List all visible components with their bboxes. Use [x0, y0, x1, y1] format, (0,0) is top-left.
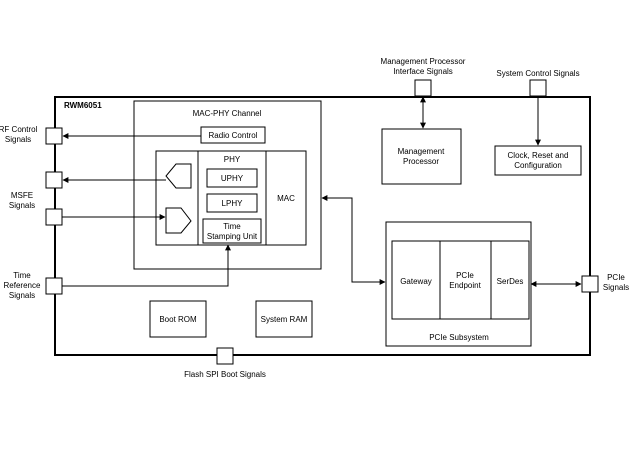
msfe-tx-pin [45, 208, 63, 226]
phy-label: PHY [224, 155, 241, 164]
system-control-pin [529, 79, 547, 97]
mac-phy-channel-label: MAC-PHY Channel [193, 109, 262, 118]
mac-label: MAC [277, 194, 295, 203]
rf-control-pin [45, 127, 63, 145]
boot-rom-label: Boot ROM [159, 315, 197, 324]
serdes-label: SerDes [497, 277, 524, 286]
msfe-rx-pin [45, 171, 63, 189]
flash-spi-signal-label: Flash SPI Boot Signals [184, 370, 266, 379]
pcie-subsystem-label: PCIe Subsystem [429, 333, 489, 342]
radio-control-label: Radio Control [209, 131, 258, 140]
lphy-box [206, 193, 258, 213]
time-reference-signal-label-3: Signals [9, 291, 35, 300]
msfe-signal-label-2: Signals [9, 201, 35, 210]
rf-control-signal-label-1: RF Control [0, 125, 38, 134]
uphy-label: UPHY [221, 174, 244, 183]
boot-rom-box [149, 300, 207, 338]
time-reference-pin [45, 277, 63, 295]
time-reference-signal-label-1: Time [13, 271, 31, 280]
time-reference-signal-label-2: Reference [4, 281, 41, 290]
msfe-signal-label-1: MSFE [11, 191, 33, 200]
lphy-label: LPHY [222, 199, 244, 208]
system-control-signal-label: System Control Signals [496, 69, 579, 78]
time-stamping-label-1: Time [223, 222, 241, 231]
gateway-label: Gateway [400, 277, 432, 286]
management-interface-signal-label-2: Interface Signals [393, 67, 453, 76]
pcie-signal-label-2: Signals [603, 283, 629, 292]
chip-name: RWM6051 [64, 101, 102, 110]
flash-spi-pin [216, 347, 234, 365]
pcie-signal-label-1: PCIe [607, 273, 625, 282]
rx-frontend-shape [165, 163, 192, 189]
uphy-box [206, 168, 258, 188]
radio-control-box [200, 126, 266, 144]
pcie-pin [581, 275, 599, 293]
management-processor-box [381, 128, 462, 185]
pcie-endpoint-label-1: PCIe [456, 271, 474, 280]
management-processor-label-2: Processor [403, 157, 439, 166]
time-stamping-label-2: Stamping Unit [207, 232, 258, 241]
management-interface-signal-label-1: Management Processor [381, 57, 466, 66]
time-stamping-box [202, 218, 262, 244]
system-ram-box [255, 300, 313, 338]
pcie-inner-box [391, 240, 530, 320]
clock-reset-box [494, 145, 582, 176]
management-processor-label-1: Management [398, 147, 445, 156]
clock-reset-label-1: Clock, Reset and [508, 151, 569, 160]
mac-pcie-arrow [321, 195, 386, 285]
time-reference-arrow [62, 244, 231, 287]
management-interface-pin [414, 79, 432, 97]
tx-frontend-shape [165, 207, 192, 234]
rf-control-signal-label-2: Signals [5, 135, 31, 144]
system-ram-label: System RAM [261, 315, 308, 324]
clock-reset-label-2: Configuration [514, 161, 562, 170]
pcie-endpoint-label-2: Endpoint [449, 281, 481, 290]
